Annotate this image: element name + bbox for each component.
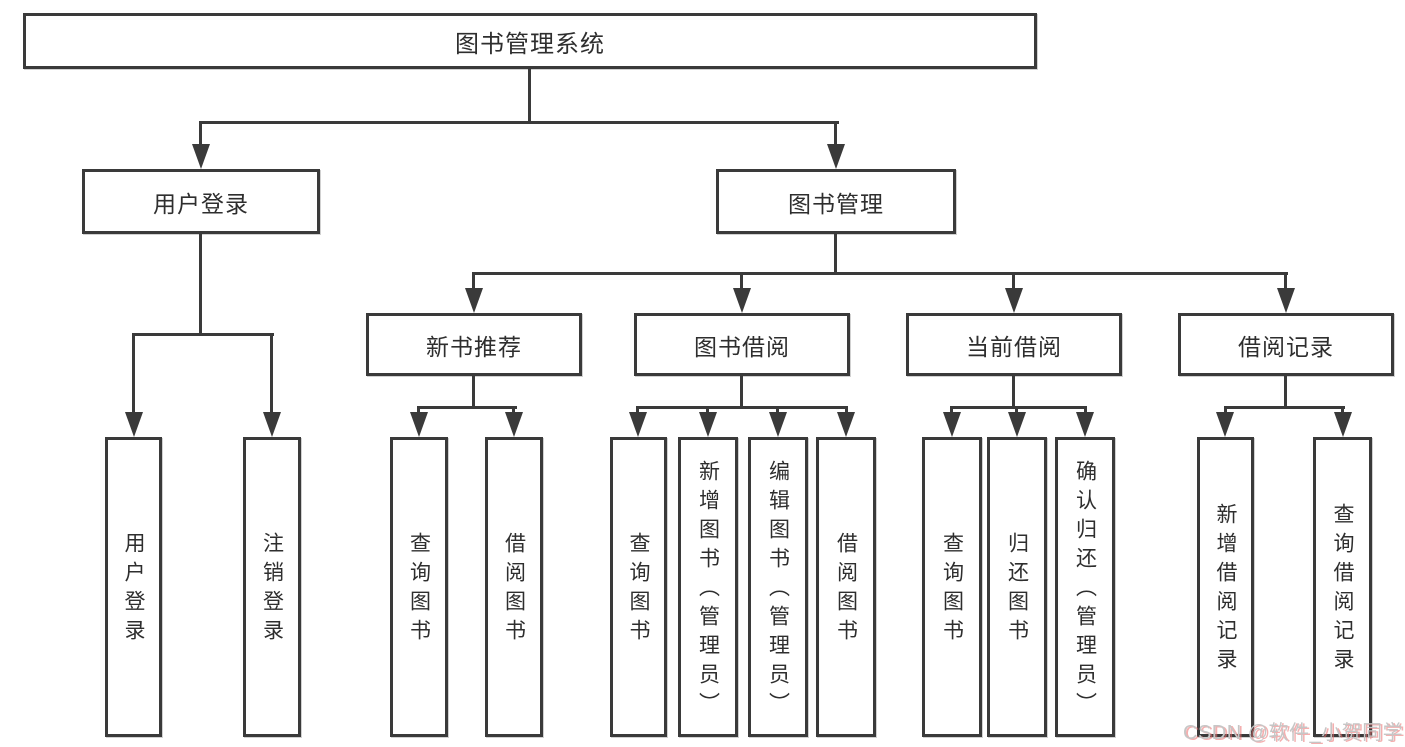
connector-stub (776, 406, 779, 415)
connector-stub (417, 406, 420, 415)
arrow-down-icon (1216, 412, 1234, 437)
arrow-down-icon (192, 144, 210, 169)
connector-book-management-stem (834, 233, 837, 275)
leaf-return-book: 归还图书 (987, 437, 1047, 737)
connector-user-login-split (132, 333, 274, 336)
connector-new-book-recommend-split (417, 406, 517, 409)
node-library-management-system: 图书管理系统 (23, 13, 1037, 69)
leaf-query-books-borrowing: 查询图书 (610, 437, 667, 737)
connector-borrowing-records-stem (1284, 374, 1287, 408)
leaf-add-book-admin: 新增图书（管理员） (678, 437, 738, 737)
connector-to-book-management (834, 121, 837, 147)
connector-book-borrowing-split (636, 406, 848, 409)
connector-current-borrowing-stem (1012, 374, 1015, 408)
leaf-query-borrow-record: 查询借阅记录 (1313, 437, 1372, 737)
node-book-borrowing: 图书借阅 (634, 313, 850, 376)
connector-stub (512, 406, 515, 415)
arrow-down-icon (1005, 288, 1023, 313)
connector-stub (950, 406, 953, 415)
arrow-down-icon (1334, 412, 1352, 437)
connector-to-leaf-user-login (132, 333, 135, 413)
leaf-edit-book-admin: 编辑图书（管理员） (748, 437, 808, 737)
connector-user-login-stem (199, 233, 202, 336)
arrow-down-icon (827, 144, 845, 169)
connector-new-book-recommend-stem (472, 374, 475, 408)
arrow-down-icon (769, 412, 787, 437)
arrow-down-icon (1277, 288, 1295, 313)
leaf-query-books-recommend: 查询图书 (390, 437, 448, 737)
connector-to-book-borrowing (740, 272, 743, 291)
connector-to-borrowing-records (1284, 272, 1287, 291)
node-book-management: 图书管理 (716, 169, 956, 234)
connector-stub (1084, 406, 1087, 415)
arrow-down-icon (943, 412, 961, 437)
arrow-down-icon (629, 412, 647, 437)
connector-current-borrowing-split (950, 406, 1087, 409)
leaf-borrow-books: 借阅图书 (816, 437, 876, 737)
node-current-borrowing: 当前借阅 (906, 313, 1122, 376)
csdn-watermark: CSDN @软件_小贺同学 (1183, 722, 1404, 744)
arrow-down-icon (263, 412, 281, 437)
arrow-down-icon (125, 412, 143, 437)
connector-root-split (199, 121, 839, 124)
arrow-down-icon (410, 412, 428, 437)
leaf-borrow-books-recommend: 借阅图书 (485, 437, 543, 737)
connector-borrowing-records-split (1224, 406, 1345, 409)
connector-stub (706, 406, 709, 415)
connector-book-borrowing-stem (740, 374, 743, 408)
arrow-down-icon (1008, 412, 1026, 437)
arrow-down-icon (699, 412, 717, 437)
connector-stub (1015, 406, 1018, 415)
arrow-down-icon (1076, 412, 1094, 437)
connector-stub (1224, 406, 1227, 415)
connector-to-leaf-logout (270, 333, 273, 413)
arrow-down-icon (465, 288, 483, 313)
leaf-logout: 注销登录 (243, 437, 301, 737)
connector-stub (636, 406, 639, 415)
node-user-login: 用户登录 (82, 169, 320, 234)
leaf-confirm-return-admin: 确认归还（管理员） (1055, 437, 1115, 737)
arrow-down-icon (733, 288, 751, 313)
connector-stub (845, 406, 848, 415)
connector-to-user-login (199, 121, 202, 147)
arrow-down-icon (837, 412, 855, 437)
connector-root-stem (528, 68, 531, 124)
node-new-book-recommend: 新书推荐 (366, 313, 582, 376)
connector-to-current-borrowing (1012, 272, 1015, 291)
node-borrowing-records: 借阅记录 (1178, 313, 1394, 376)
leaf-user-login: 用户登录 (105, 437, 162, 737)
connector-to-new-book-recommend (472, 272, 475, 291)
leaf-query-books-current: 查询图书 (922, 437, 982, 737)
connector-book-management-split (472, 272, 1288, 275)
leaf-add-borrow-record: 新增借阅记录 (1197, 437, 1254, 737)
connector-stub (1341, 406, 1344, 415)
arrow-down-icon (505, 412, 523, 437)
